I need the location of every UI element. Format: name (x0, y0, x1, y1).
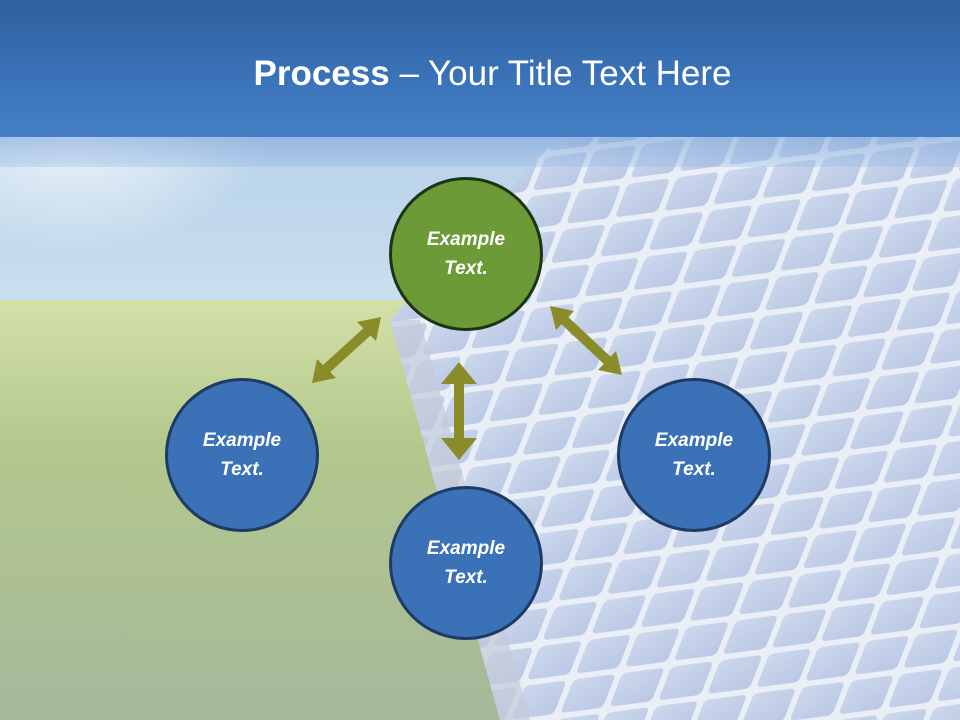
title-bold-part: Process (253, 54, 390, 93)
node-top[interactable]: Example Text. (389, 177, 543, 331)
node-right-label: Example Text. (654, 430, 734, 480)
title-rest-part: – Your Title Text Here (389, 54, 732, 93)
node-left-label: Example Text. (202, 430, 282, 480)
title-bar-shadow (0, 137, 960, 167)
node-bottom[interactable]: Example Text. (389, 486, 543, 640)
node-bottom-label: Example Text. (426, 538, 506, 588)
node-left[interactable]: Example Text. (165, 378, 319, 532)
node-top-label: Example Text. (426, 229, 506, 279)
title-bar (0, 0, 960, 137)
node-right[interactable]: Example Text. (617, 378, 771, 532)
slide-title: Process – Your Title Text Here (0, 50, 960, 98)
